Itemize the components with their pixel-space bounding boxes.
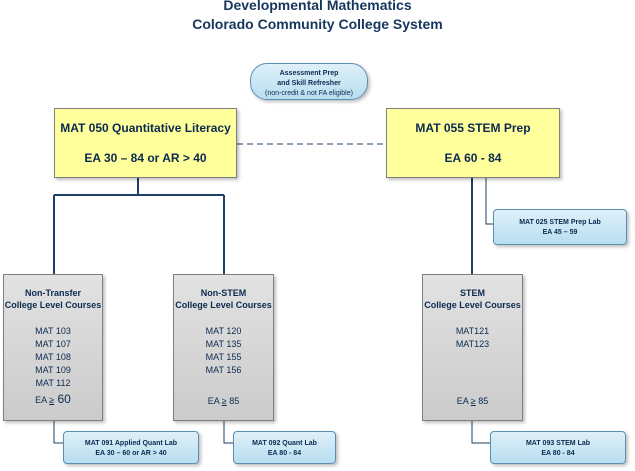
nonstem-ea: EA ≥ 85 xyxy=(207,396,240,406)
stem-box: STEM College Level Courses MAT121 MAT123… xyxy=(422,274,523,421)
course-item: MAT 103 xyxy=(35,326,71,336)
connector-092-lab xyxy=(223,421,233,444)
course-item: MAT123 xyxy=(455,339,490,349)
course-item: MAT 156 xyxy=(205,365,242,375)
stem-ea: EA ≥ 85 xyxy=(456,396,489,406)
course-item: MAT 135 xyxy=(205,339,242,349)
nontransfer-box: Non-Transfer College Level Courses MAT 1… xyxy=(3,274,103,421)
mat025-title: MAT 025 STEM Prep Lab xyxy=(519,219,601,226)
nontransfer-ea: EA ≥ 60 xyxy=(35,392,71,406)
mat025-range: EA 45 – 59 xyxy=(542,229,578,236)
nonstem-head1: Non-STEM xyxy=(200,288,247,298)
connector-025-lab xyxy=(485,178,493,225)
mat092-lab-box: MAT 092 Quant Lab EA 80 - 84 xyxy=(233,431,336,464)
mat055-range: EA 60 - 84 xyxy=(444,151,502,165)
mat092-title: MAT 092 Quant Lab xyxy=(252,440,317,447)
course-item: MAT 107 xyxy=(35,339,71,349)
mat093-title: MAT 093 STEM Lab xyxy=(525,440,591,447)
nontransfer-head1: Non-Transfer xyxy=(24,288,81,298)
page-title: Developmental Mathematics xyxy=(223,0,412,13)
course-item: MAT 108 xyxy=(35,352,71,362)
course-item: MAT121 xyxy=(455,326,490,336)
connector-093-lab xyxy=(471,421,490,444)
stem-head1: STEM xyxy=(459,288,485,298)
mat050-box: MAT 050 Quantitative Literacy EA 30 – 84… xyxy=(54,108,237,178)
assessment-line3: (non-credit & not FA eligible) xyxy=(265,90,353,97)
mat050-title: MAT 050 Quantitative Literacy xyxy=(60,121,231,135)
mat093-range: EA 80 - 84 xyxy=(541,450,575,457)
assessment-line2: and Skill Refresher xyxy=(277,80,341,87)
nonstem-box: Non-STEM College Level Courses MAT 120 M… xyxy=(173,274,274,421)
mat050-range: EA 30 – 84 or AR > 40 xyxy=(84,151,207,165)
mat055-title: MAT 055 STEM Prep xyxy=(415,121,531,135)
mat092-range: EA 80 - 84 xyxy=(267,450,302,457)
mat025-lab-box: MAT 025 STEM Prep Lab EA 45 – 59 xyxy=(493,209,627,245)
mat091-title: MAT 091 Applied Quant Lab xyxy=(84,440,178,447)
mat091-range: EA 30 – 60 or AR > 40 xyxy=(95,450,167,457)
stem-head2: College Level Courses xyxy=(424,300,521,310)
nontransfer-head2: College Level Courses xyxy=(4,300,102,310)
page-subtitle: Colorado Community College System xyxy=(192,16,443,32)
mat093-lab-box: MAT 093 STEM Lab EA 80 - 84 xyxy=(490,431,626,464)
nonstem-head2: College Level Courses xyxy=(175,300,272,310)
mat055-box: MAT 055 STEM Prep EA 60 - 84 xyxy=(386,108,560,178)
connector-091-lab xyxy=(53,421,63,444)
assessment-line1: Assessment Prep xyxy=(279,70,339,77)
course-item: MAT 109 xyxy=(35,365,71,375)
course-item: MAT 120 xyxy=(205,326,242,336)
assessment-prep-box: Assessment Prep and Skill Refresher (non… xyxy=(250,63,368,100)
mat091-lab-box: MAT 091 Applied Quant Lab EA 30 – 60 or … xyxy=(63,431,199,464)
course-item: MAT 112 xyxy=(35,378,71,388)
course-item: MAT 155 xyxy=(205,352,242,362)
